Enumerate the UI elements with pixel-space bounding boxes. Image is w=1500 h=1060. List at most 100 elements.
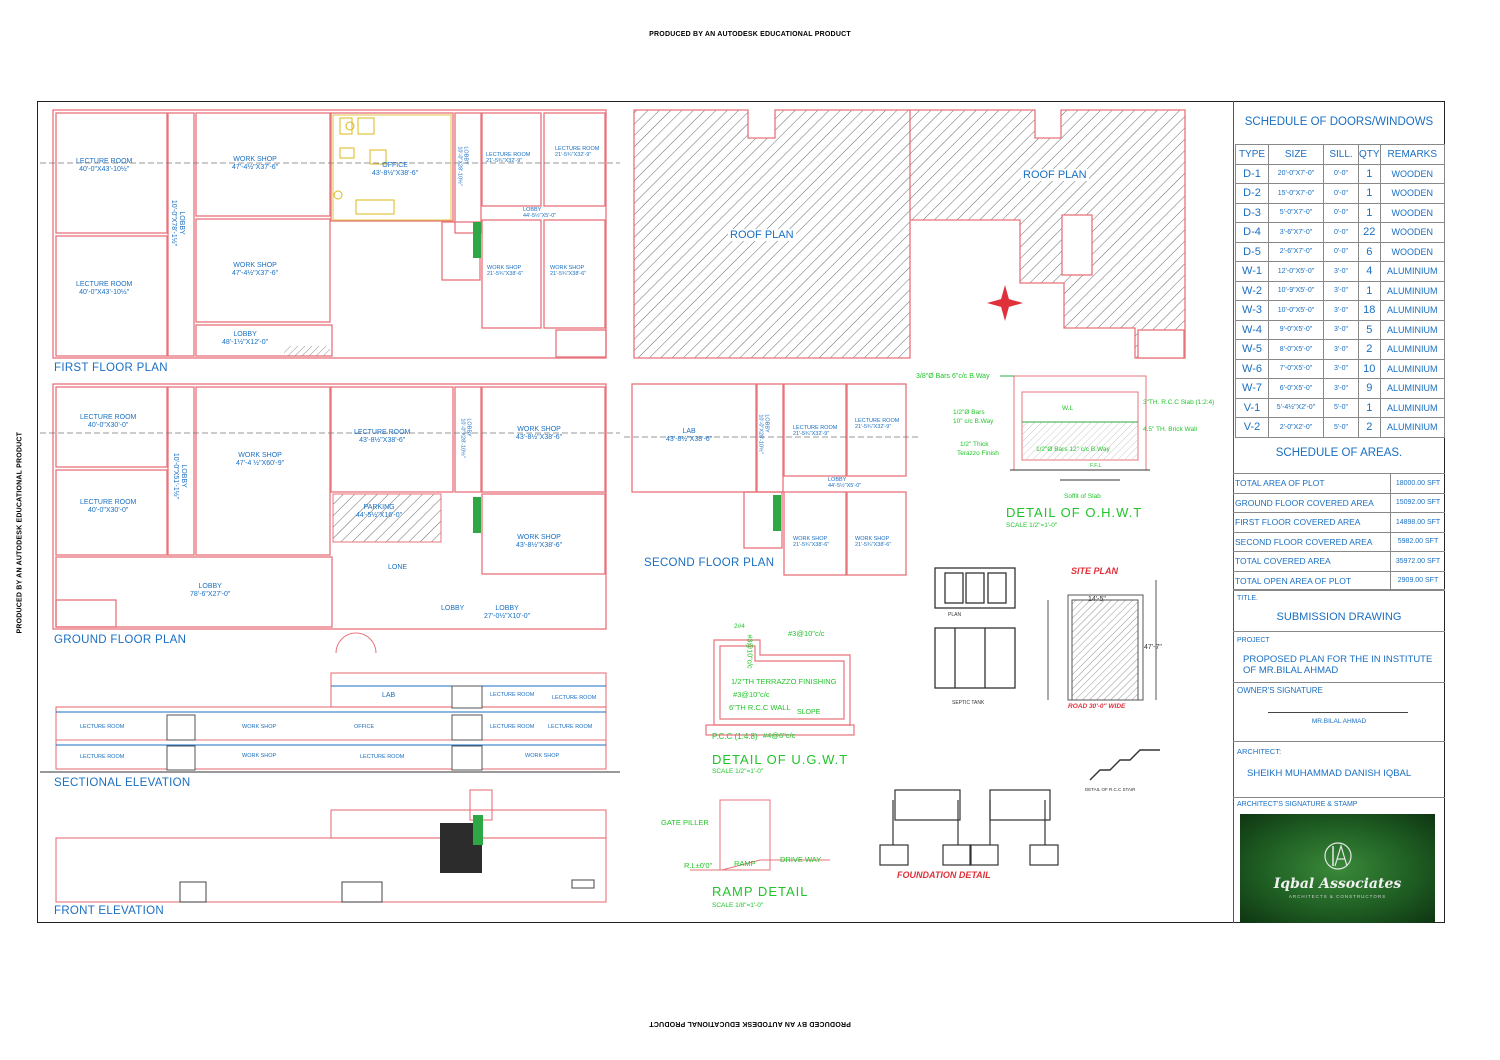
site-plan — [1047, 580, 1157, 701]
table-cell: ALUMINIUM — [1379, 397, 1446, 418]
stair-first — [284, 222, 481, 356]
ugwt-title: DETAIL OF U.G.W.T — [712, 752, 849, 767]
header-remarks: REMARKS — [1379, 144, 1446, 165]
ohwt-note: 1/2" Thick — [960, 441, 989, 448]
table-cell: D-2 — [1235, 183, 1269, 204]
table-cell: 3'-0" — [1323, 300, 1359, 321]
drawing-title: SUBMISSION DRAWING — [1276, 611, 1402, 623]
title-label: TITLE. — [1237, 595, 1259, 602]
room-label: LONE — [388, 564, 408, 571]
ramp-scale: SCALE 1/8"=1'-0" — [712, 902, 764, 909]
table-cell: 10'-9"X5'-0" — [1268, 280, 1324, 301]
table-cell: 5 — [1358, 319, 1381, 340]
header-type: TYPE — [1235, 144, 1269, 165]
section-stairs — [166, 685, 483, 771]
table-cell: W-4 — [1235, 319, 1269, 340]
front-elevation-title: FRONT ELEVATION — [54, 905, 164, 917]
septic-tank-detail — [934, 567, 1016, 689]
site-plan-title: SITE PLAN — [1071, 566, 1119, 576]
roof-plan — [633, 109, 1186, 359]
foundation-title: FOUNDATION DETAIL — [897, 870, 991, 880]
table-cell: 3'-0" — [1323, 339, 1359, 360]
section-label: LECTURE ROOM — [548, 724, 593, 730]
table-cell: ALUMINIUM — [1379, 319, 1446, 340]
site-plan-depth: 47'-7" — [1144, 644, 1162, 651]
ugwt-note: #3@10"c/c — [745, 634, 753, 669]
ugwt-note: 2#4 — [734, 623, 745, 630]
table-cell: 0'-0" — [1323, 222, 1359, 243]
table-cell: 2 — [1358, 339, 1381, 360]
stair-detail — [1089, 749, 1160, 781]
ground-floor-plan-title: GROUND FLOOR PLAN — [54, 634, 187, 646]
table-cell: 3'-0" — [1323, 358, 1359, 379]
table-cell: ALUMINIUM — [1379, 339, 1446, 360]
area-label: SECOND FLOOR COVERED AREA — [1233, 531, 1391, 552]
ground-floor-plan-walls — [40, 383, 620, 630]
table-cell: 3'-0" — [1323, 378, 1359, 399]
table-cell: 1 — [1358, 183, 1381, 204]
ugwt-note: 1/2"TH TERRAZZO FINISHING — [731, 677, 837, 686]
section-label: LECTURE ROOM — [80, 724, 125, 730]
table-cell: 5'-0"X7'-0" — [1268, 202, 1324, 223]
second-floor-plan-title: SECOND FLOOR PLAN — [644, 557, 775, 569]
schedule-doors-title: SCHEDULE OF DOORS/WINDOWS — [1244, 116, 1434, 128]
ramp-note: RAMP — [734, 859, 756, 868]
ohwt-note: 1/2"Ø Bars 12" c/c B.Way — [1036, 446, 1110, 453]
table-cell: 0'-0" — [1323, 241, 1359, 262]
table-cell: 2'-6"X7'-0" — [1268, 241, 1324, 262]
ramp-detail — [690, 799, 830, 871]
second-floor-plan-walls — [624, 383, 920, 576]
section-label: OFFICE — [354, 724, 375, 730]
table-cell: 1 — [1358, 280, 1381, 301]
foundation-detail — [879, 789, 1059, 866]
ohwt-note: 4.5" TH. Brick Wall — [1143, 426, 1197, 433]
ugwt-note: SLOPE — [797, 709, 821, 716]
ramp-note: DRIVE WAY — [780, 855, 822, 864]
divider — [1233, 589, 1445, 590]
project-label: PROJECT — [1237, 637, 1270, 644]
divider — [1233, 631, 1445, 632]
table-cell: ALUMINIUM — [1379, 300, 1446, 321]
table-cell: WOODEN — [1379, 183, 1446, 204]
table-cell: 8'-0"X5'-0" — [1268, 339, 1324, 360]
site-plan-road: ROAD 30'-0" WIDE — [1068, 703, 1126, 710]
table-cell: ALUMINIUM — [1379, 378, 1446, 399]
table-cell: ALUMINIUM — [1379, 358, 1446, 379]
table-cell: 10'-0"X5'-0" — [1268, 300, 1324, 321]
first-floor-plan-title: FIRST FLOOR PLAN — [54, 362, 168, 374]
table-cell: 4 — [1358, 261, 1381, 282]
table-cell: 5'-4½"X2'-0" — [1268, 397, 1324, 418]
parking-hatch — [332, 493, 442, 543]
section-label: LECTURE ROOM — [360, 754, 405, 760]
table-cell: WOODEN — [1379, 241, 1446, 262]
area-label: TOTAL AREA OF PLOT — [1233, 473, 1391, 494]
section-label: LAB — [382, 692, 396, 699]
architect-stamp-image: Iqbal Associates ARCHITECTS & CONSTRUCTO… — [1240, 814, 1435, 923]
ramp-title: RAMP DETAIL — [712, 884, 809, 899]
